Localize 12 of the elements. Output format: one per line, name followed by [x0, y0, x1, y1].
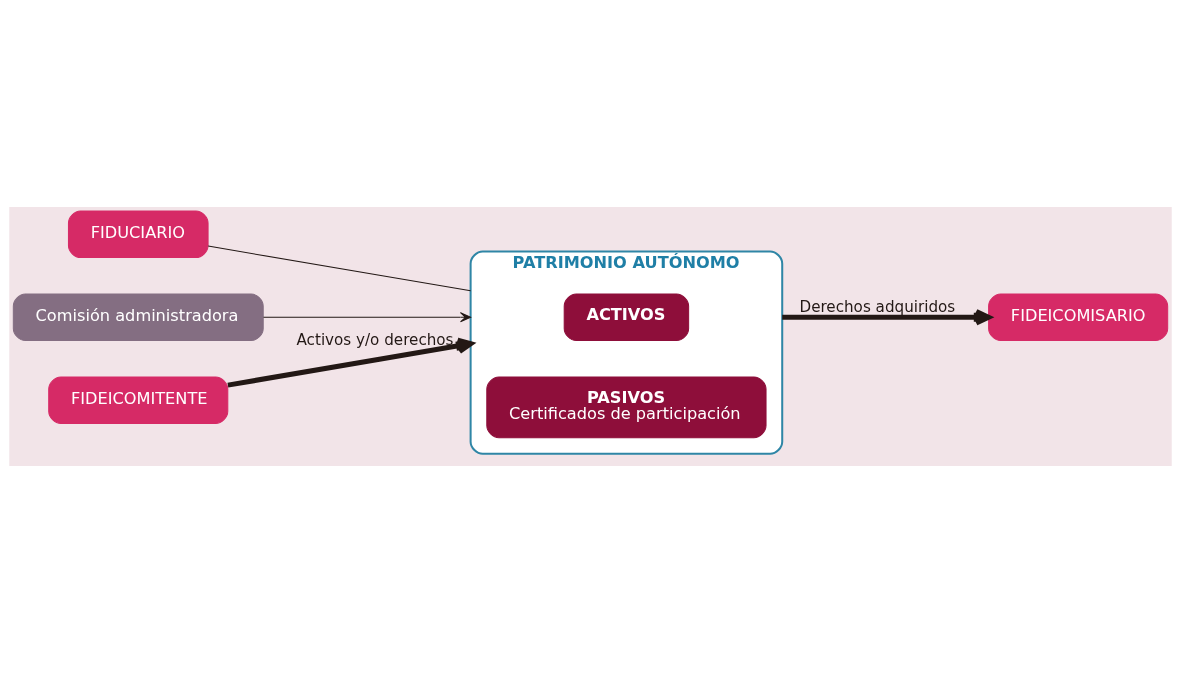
node-box: Comisión administradora	[12, 293, 264, 342]
edge-label: Derechos adquiridos	[799, 298, 956, 317]
arrow	[263, 312, 472, 323]
connector	[207, 245, 472, 292]
edge-label: Activos y/o derechos	[296, 330, 454, 349]
node-box: FIDEICOMITENTE	[48, 376, 229, 424]
node-box: PASIVOS Certificados de participación	[486, 376, 767, 439]
node-box: ACTIVOS	[563, 293, 690, 342]
node-box: FIDEICOMISARIO	[988, 293, 1169, 342]
arrow	[227, 337, 474, 388]
node-box: FIDUCIARIO	[67, 210, 209, 259]
arrow	[782, 309, 992, 326]
